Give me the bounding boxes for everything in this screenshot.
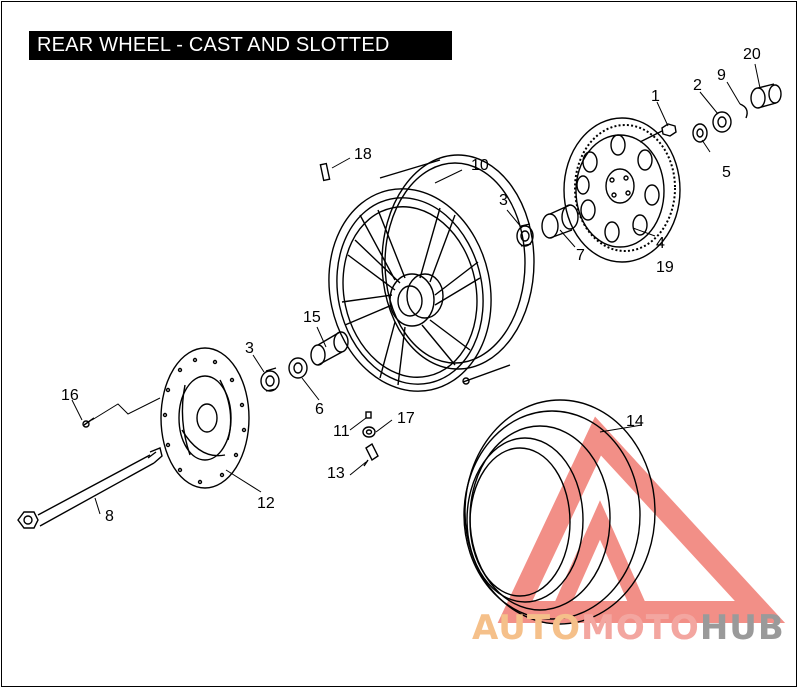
callout-20: 20 (743, 46, 761, 63)
cast-wheel (328, 154, 535, 392)
watermark-triangle (497, 416, 786, 623)
callout-7: 7 (576, 247, 585, 264)
axle (17, 447, 163, 529)
callout-19: 19 (656, 259, 674, 276)
callout-6: 6 (315, 401, 324, 418)
watermark-part-auto: AUTO (472, 608, 581, 648)
callout-labels: 1 2 3 3 4 5 6 7 8 9 10 11 12 13 14 15 16… (61, 46, 761, 525)
callout-4: 4 (656, 235, 665, 252)
callout-13: 13 (327, 465, 345, 482)
callout-8: 8 (105, 508, 114, 525)
brake-rotor (160, 347, 250, 489)
callout-15: 15 (303, 309, 321, 326)
callout-3-left: 3 (245, 340, 254, 357)
rear-pulley (563, 117, 681, 263)
callout-10: 10 (471, 157, 489, 174)
watermark-part-hub: HUB (699, 608, 785, 648)
callout-14: 14 (626, 413, 644, 430)
diagram-title: REAR WHEEL - CAST AND SLOTTED (29, 31, 452, 60)
callout-17: 17 (397, 410, 415, 427)
callout-9: 9 (717, 67, 726, 84)
callout-1: 1 (651, 88, 660, 105)
callout-11: 11 (333, 423, 350, 440)
callout-18: 18 (354, 146, 372, 163)
callout-16: 16 (61, 387, 79, 404)
callout-2: 2 (693, 77, 702, 94)
callout-12: 12 (257, 495, 275, 512)
callout-3-right: 3 (499, 192, 508, 209)
callout-5: 5 (722, 164, 731, 181)
watermark-part-moto: MOTO (580, 608, 700, 648)
small-parts (82, 83, 782, 467)
watermark-logo-text: AUTOMOTOHUB (472, 606, 792, 650)
tire (463, 399, 656, 625)
leader-lines (71, 63, 761, 515)
